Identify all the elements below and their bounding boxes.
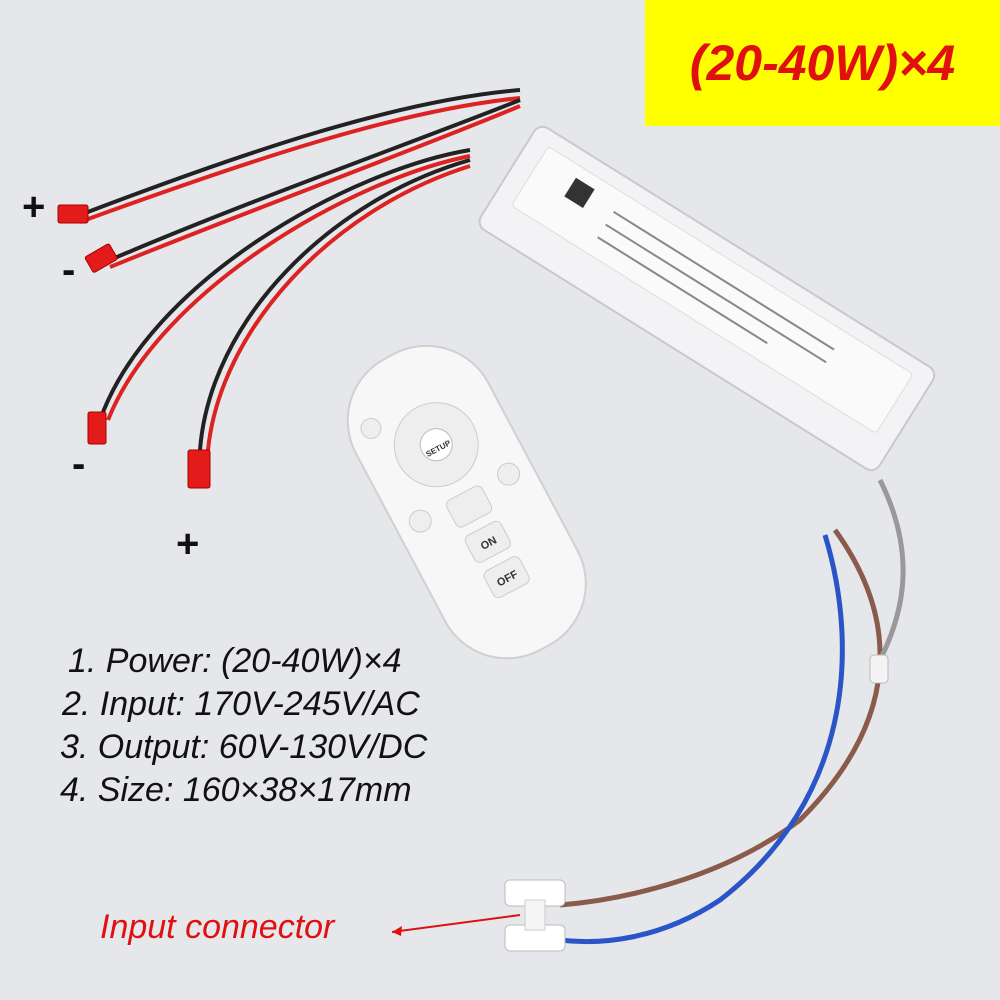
- minus-label-1: -: [62, 248, 76, 292]
- spec-power: 1. Power: (20-40W)×4: [68, 642, 402, 680]
- plus-label-2: +: [176, 522, 200, 566]
- spec-input: 2. Input: 170V-245V/AC: [62, 685, 420, 723]
- input-connector-label: Input connector: [100, 908, 335, 946]
- remote-control: SETUP ON OFF: [346, 344, 587, 660]
- badge-text: (20-40W)×4: [689, 35, 956, 91]
- on-button[interactable]: [463, 519, 512, 564]
- spec-list: 1. Power: (20-40W)×4 2. Input: 170V-245V…: [60, 640, 427, 812]
- qr-code: [564, 177, 595, 209]
- spec-output: 3. Output: 60V-130V/DC: [60, 728, 428, 766]
- spec-size: 4. Size: 160×38×17mm: [60, 771, 412, 809]
- plus-label-1: +: [22, 185, 46, 229]
- input-wires: [559, 478, 906, 945]
- jst-connectors: [57, 204, 211, 489]
- setup-button[interactable]: [415, 423, 458, 466]
- power-badge: (20-40W)×4: [645, 0, 1000, 126]
- output-wires: [79, 88, 521, 451]
- driver-box: [478, 125, 936, 472]
- minus-label-2: -: [72, 442, 86, 486]
- off-button[interactable]: [482, 554, 531, 599]
- input-connector: [504, 879, 566, 952]
- connector-arrow: [391, 914, 521, 933]
